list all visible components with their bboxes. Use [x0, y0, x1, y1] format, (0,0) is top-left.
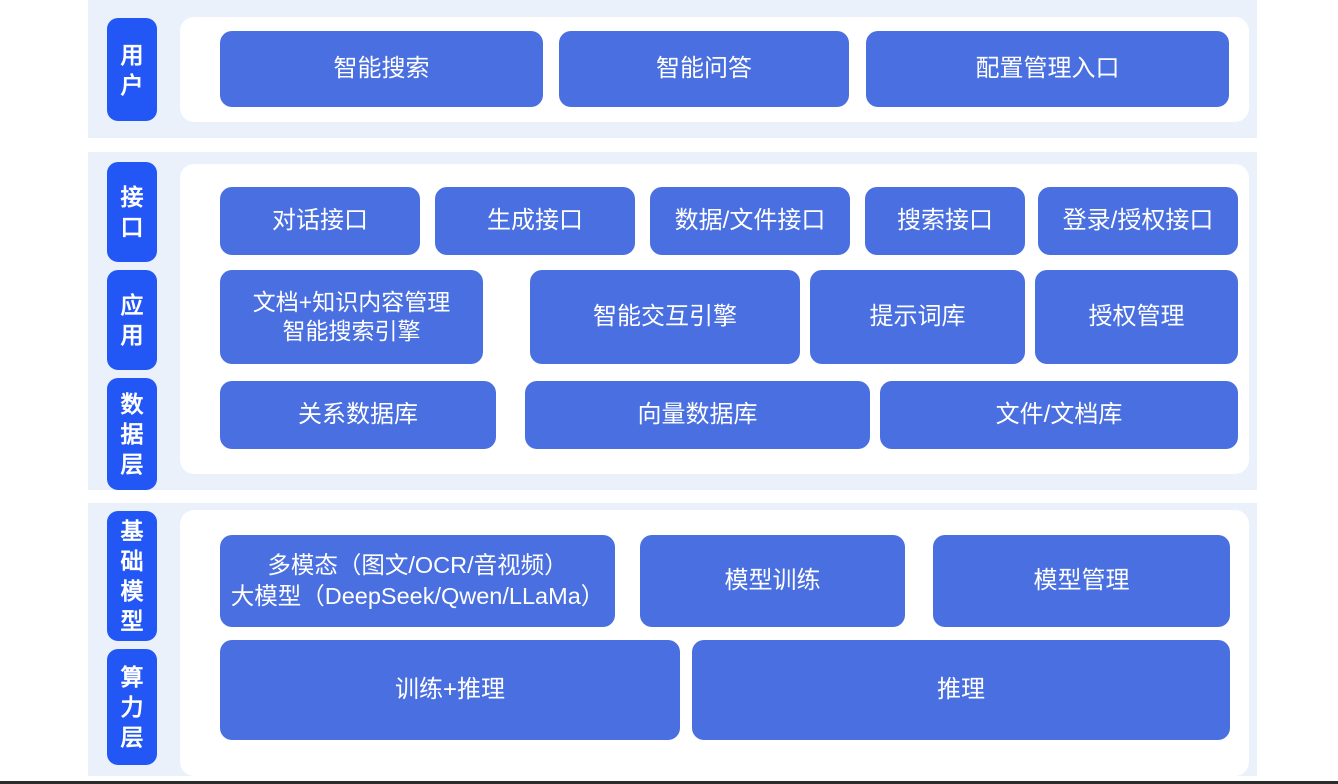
box-prompt-library[interactable]: 提示词库 [810, 270, 1025, 364]
box-multimodal-llm[interactable]: 多模态（图文/OCR/音视频） 大模型（DeepSeek/Qwen/LLaMa） [220, 535, 615, 627]
bottom-rule [0, 781, 1338, 784]
tab-user[interactable]: 用 户 [107, 18, 157, 121]
panel-foundation: 多模态（图文/OCR/音视频） 大模型（DeepSeek/Qwen/LLaMa）… [180, 510, 1249, 776]
tab-foundation-model-char-0: 基 [120, 518, 144, 544]
box-login-auth-api[interactable]: 登录/授权接口 [1038, 187, 1238, 255]
box-smart-qa[interactable]: 智能问答 [559, 31, 849, 107]
tab-application[interactable]: 应 用 [107, 270, 157, 370]
box-vector-db[interactable]: 向量数据库 [525, 381, 870, 449]
tab-application-char-0: 应 [120, 292, 144, 318]
tab-compute-layer-char-1: 力 [120, 694, 144, 720]
box-model-management[interactable]: 模型管理 [933, 535, 1230, 627]
box-relational-db[interactable]: 关系数据库 [220, 381, 496, 449]
tab-data-layer-char-1: 据 [120, 421, 144, 447]
tab-interface-char-1: 口 [120, 214, 144, 240]
layer-group-platform: 接 口 应 用 数 据 层 对话接口 生成接口 数据/文件接口 搜索接口 登录/… [88, 152, 1257, 490]
box-search-api[interactable]: 搜索接口 [865, 187, 1025, 255]
box-config-entry[interactable]: 配置管理入口 [866, 31, 1229, 107]
box-auth-management[interactable]: 授权管理 [1035, 270, 1238, 364]
box-model-training[interactable]: 模型训练 [640, 535, 905, 627]
tab-user-char-0: 用 [120, 41, 144, 68]
box-interaction-engine[interactable]: 智能交互引擎 [530, 270, 800, 364]
box-train-infer[interactable]: 训练+推理 [220, 640, 680, 740]
tab-foundation-model-char-2: 模 [120, 578, 144, 604]
tab-rail-foundation: 基 础 模 型 算 力 层 [107, 511, 157, 765]
box-smart-search[interactable]: 智能搜索 [220, 31, 543, 107]
tab-application-char-1: 用 [120, 322, 144, 348]
tab-foundation-model[interactable]: 基 础 模 型 [107, 511, 157, 641]
box-data-file-api[interactable]: 数据/文件接口 [650, 187, 850, 255]
box-doc-knowledge-mgmt[interactable]: 文档+知识内容管理 智能搜索引擎 [220, 270, 483, 364]
box-dialog-api[interactable]: 对话接口 [220, 187, 420, 255]
box-generate-api[interactable]: 生成接口 [435, 187, 635, 255]
box-file-doc-store[interactable]: 文件/文档库 [880, 381, 1238, 449]
box-infer[interactable]: 推理 [692, 640, 1230, 740]
tab-data-layer[interactable]: 数 据 层 [107, 378, 157, 490]
tab-compute-layer[interactable]: 算 力 层 [107, 649, 157, 765]
tab-rail-user: 用 户 [107, 18, 157, 121]
layer-group-user: 用 户 智能搜索 智能问答 配置管理入口 [88, 0, 1257, 138]
panel-platform: 对话接口 生成接口 数据/文件接口 搜索接口 登录/授权接口 文档+知识内容管理… [180, 164, 1249, 474]
tab-foundation-model-char-3: 型 [120, 608, 144, 634]
tab-rail-platform: 接 口 应 用 数 据 层 [107, 162, 157, 490]
tab-data-layer-char-0: 数 [120, 391, 144, 417]
tab-user-char-1: 户 [120, 71, 144, 98]
tab-foundation-model-char-1: 础 [120, 548, 144, 574]
tab-interface-char-0: 接 [120, 184, 144, 210]
tab-data-layer-char-2: 层 [120, 451, 144, 477]
tab-compute-layer-char-0: 算 [120, 664, 144, 690]
tab-interface[interactable]: 接 口 [107, 162, 157, 262]
layer-group-foundation: 基 础 模 型 算 力 层 多模态（图文/OCR/音视频） 大模型（DeepSe… [88, 503, 1257, 776]
panel-user: 智能搜索 智能问答 配置管理入口 [180, 17, 1249, 122]
tab-compute-layer-char-2: 层 [120, 724, 144, 750]
